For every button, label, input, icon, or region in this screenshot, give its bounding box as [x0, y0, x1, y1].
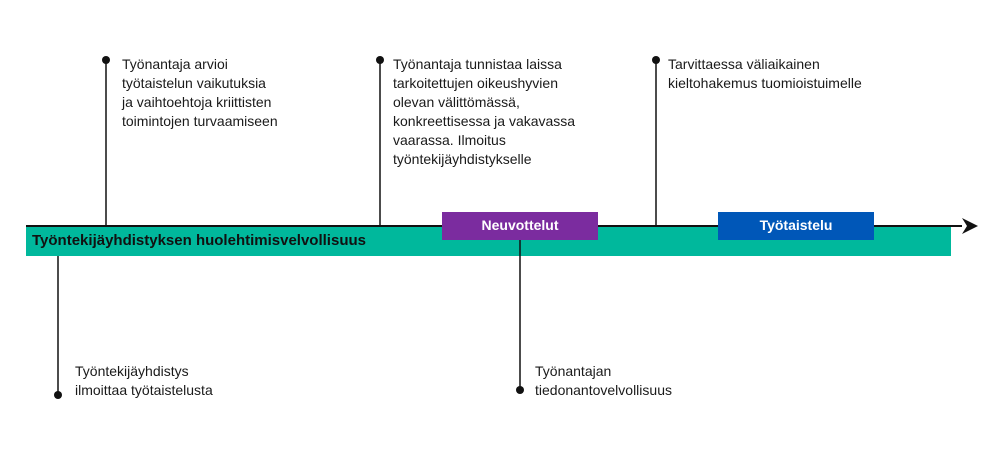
negotiation-label: Neuvottelut: [481, 217, 559, 233]
strike-label: Työtaistelu: [759, 217, 833, 233]
event-dot-injunction: [652, 56, 660, 64]
event-text-employer-identifies: Työnantaja tunnistaa laissa tarkoitettuj…: [393, 56, 576, 167]
event-dot-employer-info-duty: [516, 386, 524, 394]
strike-bar: [718, 212, 874, 240]
event-dot-union-notifies: [54, 391, 62, 399]
event-text-injunction: Tarvittaessa väliaikainen kieltohakemus …: [668, 56, 862, 91]
band-label: Työntekijäyhdistyksen huolehtimisvelvoll…: [32, 232, 366, 249]
negotiation-bar: [442, 212, 598, 240]
event-text-employer-info-duty: Työnantajan tiedonantovelvollisuus: [535, 363, 672, 398]
event-dot-employer-assesses: [102, 56, 110, 64]
event-dot-employer-identifies: [376, 56, 384, 64]
event-text-employer-assesses: Työnantaja arvioi työtaistelun vaikutuks…: [122, 56, 278, 129]
timeline-arrowhead: [962, 218, 978, 234]
event-text-union-notifies: Työntekijäyhdistys ilmoittaa työtaistelu…: [75, 363, 213, 398]
